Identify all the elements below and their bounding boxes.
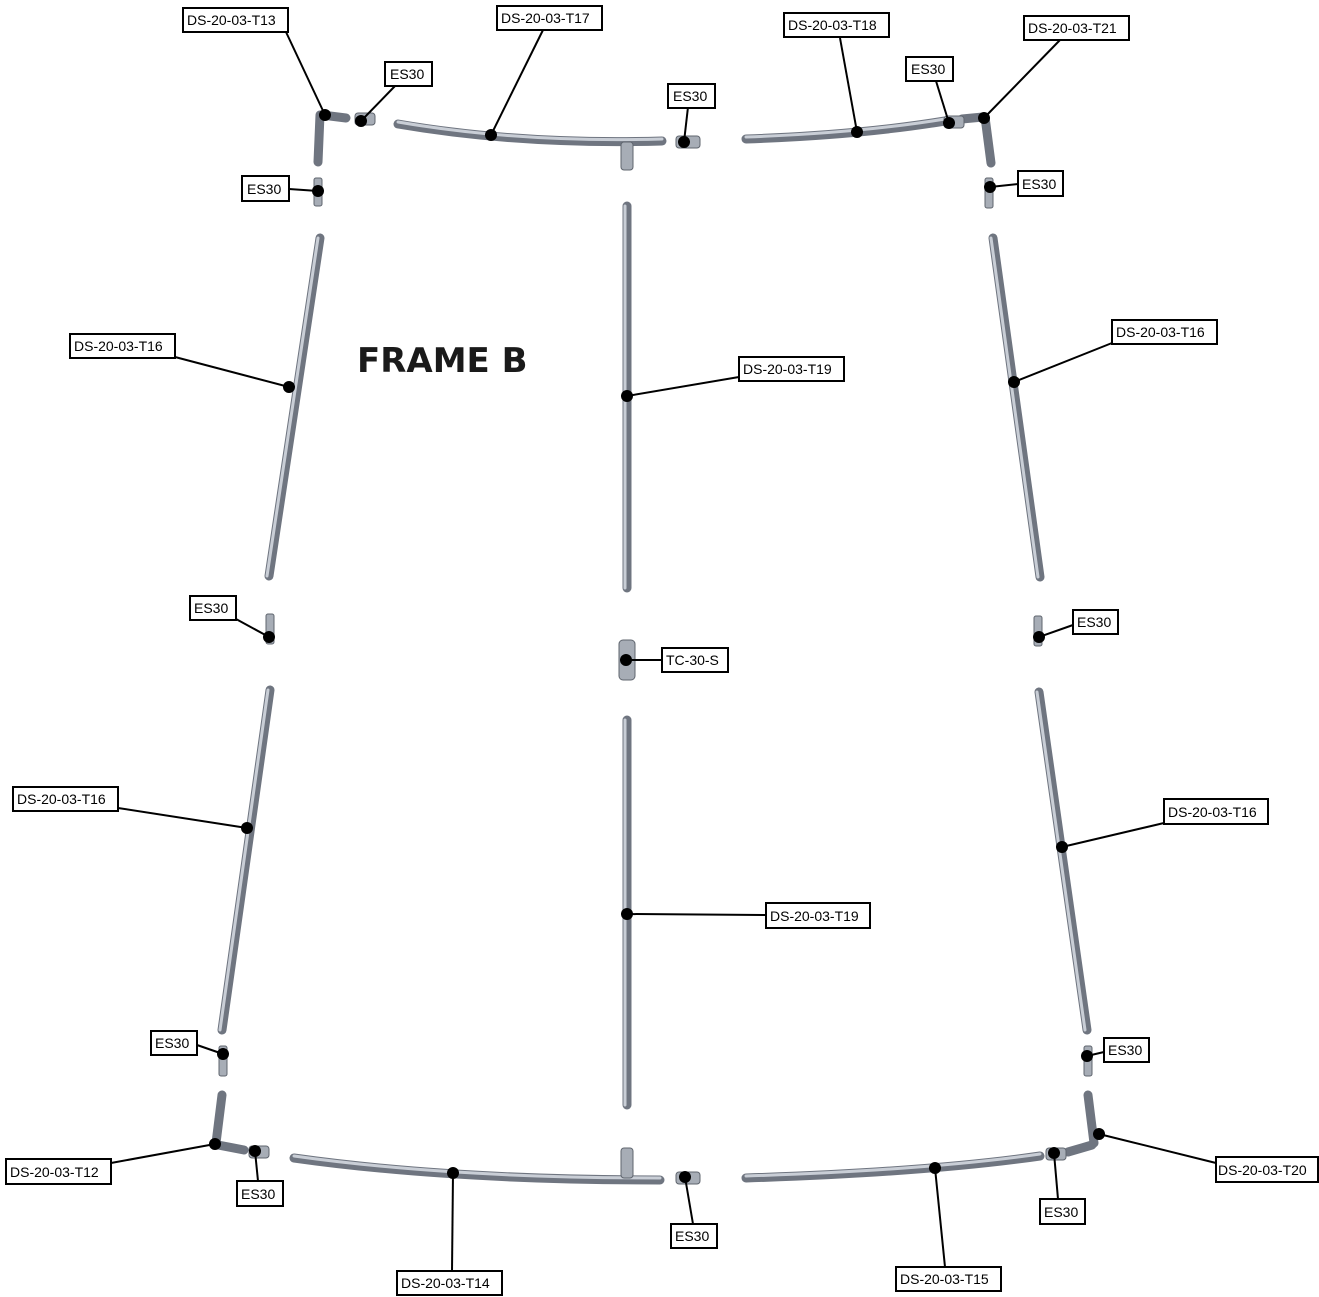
tube-right-lower — [1034, 687, 1092, 1035]
callout-dot — [312, 185, 324, 197]
callout-dot — [319, 109, 331, 121]
callout-dot — [217, 1048, 229, 1060]
callout-label: ES30 — [194, 600, 228, 616]
callout-label: DS-20-03-T16 — [74, 338, 163, 354]
callout-label: DS-20-03-T12 — [10, 1164, 99, 1180]
elbow-bottom-right — [1063, 1090, 1099, 1157]
callout-label: ES30 — [155, 1035, 189, 1051]
callout-dot — [485, 129, 497, 141]
frame-parts — [211, 110, 1099, 1185]
callout-dot — [263, 631, 275, 643]
callout-label: DS-20-03-T14 — [401, 1275, 490, 1291]
callout-dot — [1056, 841, 1068, 853]
callout-label: DS-20-03-T16 — [1168, 804, 1257, 820]
diagram-title: FRAME B — [357, 341, 528, 381]
callout-dot — [978, 112, 990, 124]
tube-right-upper — [988, 233, 1045, 582]
callout-dot — [249, 1145, 261, 1157]
callout-label: ES30 — [675, 1228, 709, 1244]
callout-dot — [1093, 1128, 1105, 1140]
callout-label: DS-20-03-T20 — [1218, 1162, 1307, 1178]
callout-label: ES30 — [241, 1186, 275, 1202]
elbow-top-right — [957, 112, 996, 168]
callout-label: DS-20-03-T16 — [17, 791, 106, 807]
callout-dot — [447, 1167, 459, 1179]
callout-dot — [355, 115, 367, 127]
elbow-top-left — [313, 110, 351, 167]
callout-label: TC-30-S — [666, 652, 719, 668]
callout-label: DS-20-03-T21 — [1028, 20, 1117, 36]
callout-dot — [1081, 1050, 1093, 1062]
callout-dot — [679, 1171, 691, 1183]
tube-top-left — [393, 119, 667, 147]
tube-top-right — [741, 116, 950, 144]
callout-dot — [621, 908, 633, 920]
tube-left-upper — [264, 233, 325, 581]
callout-label: ES30 — [1108, 1042, 1142, 1058]
elbow-bottom-left — [211, 1090, 249, 1155]
callout-label: ES30 — [1044, 1204, 1078, 1220]
callout-label: DS-20-03-T19 — [743, 361, 832, 377]
callout-label: DS-20-03-T18 — [788, 17, 877, 33]
tube-bottom-left — [289, 1153, 665, 1185]
callout-dot — [283, 381, 295, 393]
callout-label: ES30 — [911, 61, 945, 77]
callout-label: ES30 — [673, 88, 707, 104]
callout-label: ES30 — [247, 181, 281, 197]
callout-dot — [209, 1138, 221, 1150]
callout-dot — [943, 117, 955, 129]
callout-dot — [621, 390, 633, 402]
callout-dot — [1008, 376, 1020, 388]
callout-dot — [1033, 631, 1045, 643]
callout-label: DS-20-03-T15 — [900, 1271, 989, 1287]
callout-label: DS-20-03-T17 — [501, 10, 590, 26]
callout-dot — [678, 136, 690, 148]
callout-label: DS-20-03-T16 — [1116, 324, 1205, 340]
callout-dot — [241, 822, 253, 834]
callout-dot — [929, 1162, 941, 1174]
callouts: DS-20-03-T13 DS-20-03-T17 ES30 ES30 DS-2… — [5, 5, 1319, 1296]
callout-label: ES30 — [1022, 176, 1056, 192]
callout-label: ES30 — [390, 66, 424, 82]
callout-dot — [984, 181, 996, 193]
tube-left-lower — [217, 685, 275, 1035]
callout-dot — [851, 126, 863, 138]
connector-stubs — [218, 112, 1093, 1185]
callout-label: DS-20-03-T19 — [770, 908, 859, 924]
callout-label: DS-20-03-T13 — [187, 12, 276, 28]
callout-label: ES30 — [1077, 614, 1111, 630]
callout-dot — [620, 654, 632, 666]
callout-dot — [1048, 1147, 1060, 1159]
tube-bottom-right — [741, 1151, 1045, 1183]
